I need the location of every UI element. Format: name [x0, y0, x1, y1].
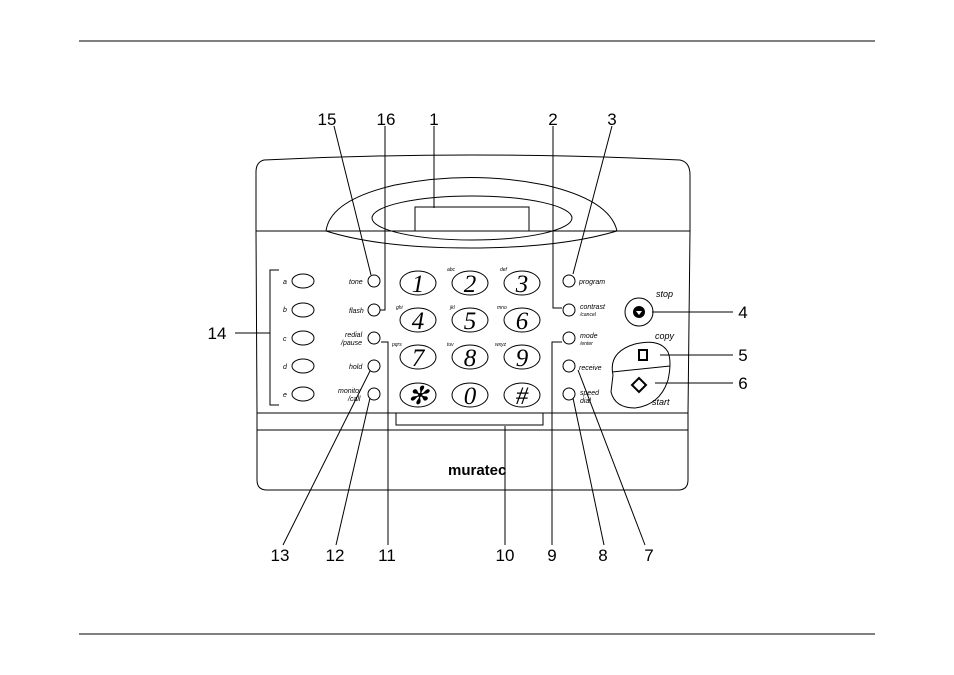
svg-text:8: 8: [464, 345, 477, 372]
key-4[interactable]: ghi 4: [396, 305, 436, 335]
brand-logo: muratec: [448, 462, 506, 479]
svg-text:jkl: jkl: [449, 305, 456, 311]
flash-button[interactable]: flash: [349, 304, 380, 316]
svg-text:0: 0: [464, 383, 477, 410]
callout-1: 1: [429, 110, 438, 129]
copy-start-button[interactable]: copy start: [611, 331, 675, 408]
program-button[interactable]: program: [563, 275, 605, 287]
tone-button[interactable]: tone: [349, 275, 380, 287]
lcd-screen: [415, 207, 529, 231]
key-5[interactable]: jkl 5: [449, 305, 488, 335]
receive-button[interactable]: receive: [563, 360, 602, 372]
mode-enter-button[interactable]: mode /enter: [563, 332, 598, 347]
svg-text:wxyz: wxyz: [495, 342, 507, 348]
display-window: [326, 178, 617, 249]
callout-7: 7: [644, 546, 653, 565]
callout-13: 13: [271, 546, 290, 565]
svg-text:2: 2: [464, 271, 477, 298]
one-touch-b-button[interactable]: b: [283, 303, 314, 317]
key-1[interactable]: 1: [400, 271, 436, 298]
key-8[interactable]: tuv 8: [447, 342, 488, 372]
speed-dial-button[interactable]: speed dial: [563, 388, 600, 405]
svg-text:tone: tone: [349, 279, 363, 286]
numeric-keypad: 1 abc 2 def 3 ghi 4 jkl 5 mno 6 pqrs: [391, 267, 540, 410]
svg-text:✻: ✻: [408, 383, 431, 410]
callout-8: 8: [598, 546, 607, 565]
svg-text:#: #: [516, 383, 529, 410]
svg-text:flash: flash: [349, 308, 364, 315]
key-2[interactable]: abc 2: [447, 267, 488, 298]
svg-text:start: start: [652, 397, 670, 407]
svg-text:redial: redial: [345, 332, 363, 339]
key-9[interactable]: wxyz 9: [495, 342, 540, 372]
callout-5: 5: [738, 346, 747, 365]
svg-text:3: 3: [515, 271, 529, 298]
key-7[interactable]: pqrs 7: [391, 342, 436, 372]
callout-14: 14: [208, 324, 227, 343]
callout-9: 9: [547, 546, 556, 565]
svg-text:4: 4: [412, 308, 425, 335]
one-touch-e-button[interactable]: e: [283, 387, 314, 401]
callout-3: 3: [607, 110, 616, 129]
svg-text:1: 1: [412, 271, 425, 298]
svg-text:mno: mno: [497, 305, 507, 311]
key-3[interactable]: def 3: [500, 267, 540, 298]
svg-text:hold: hold: [349, 364, 363, 371]
one-touch-d-button[interactable]: d: [283, 359, 314, 373]
svg-text:6: 6: [516, 308, 529, 335]
svg-text:9: 9: [516, 345, 529, 372]
contrast-cancel-button[interactable]: contrast /cancel: [563, 304, 606, 318]
callout-6: 6: [738, 374, 747, 393]
svg-text:/call: /call: [347, 396, 361, 403]
stop-button[interactable]: stop: [625, 289, 673, 326]
callout-10: 10: [496, 546, 515, 565]
callout-12: 12: [326, 546, 345, 565]
svg-text:d: d: [283, 364, 288, 371]
svg-text:e: e: [283, 392, 287, 399]
svg-text:program: program: [578, 279, 605, 286]
svg-text:pqrs: pqrs: [391, 342, 402, 348]
callout-15: 15: [318, 110, 337, 129]
svg-text:contrast: contrast: [580, 304, 606, 311]
svg-text:receive: receive: [579, 365, 602, 372]
callout-16: 16: [377, 110, 396, 129]
svg-text:a: a: [283, 279, 287, 286]
callout-4: 4: [738, 303, 747, 322]
one-touch-c-button[interactable]: c: [283, 331, 314, 345]
svg-text:b: b: [283, 307, 287, 314]
svg-text:def: def: [500, 267, 508, 273]
one-touch-bracket: [270, 270, 279, 405]
keypad-bracket: [396, 413, 543, 425]
svg-text:5: 5: [464, 308, 477, 335]
monitor-call-button[interactable]: monitor /call: [338, 388, 380, 403]
svg-text:tuv: tuv: [447, 342, 454, 348]
svg-text:7: 7: [412, 345, 426, 372]
key-hash[interactable]: #: [504, 383, 540, 410]
redial-pause-button[interactable]: redial /pause: [340, 332, 380, 347]
key-star[interactable]: ✻: [400, 383, 436, 410]
callout-2: 2: [548, 110, 557, 129]
svg-text:copy: copy: [655, 331, 675, 341]
svg-text:ghi: ghi: [396, 305, 404, 311]
svg-text:c: c: [283, 336, 287, 343]
key-0[interactable]: 0: [452, 383, 488, 410]
key-6[interactable]: mno 6: [497, 305, 540, 335]
svg-text:/cancel: /cancel: [579, 312, 597, 318]
svg-text:stop: stop: [656, 289, 673, 299]
svg-text:mode: mode: [580, 333, 598, 340]
hold-button[interactable]: hold: [349, 360, 380, 372]
svg-text:/pause: /pause: [340, 340, 362, 347]
svg-text:/enter: /enter: [579, 341, 593, 347]
callout-11: 11: [378, 546, 396, 565]
one-touch-a-button[interactable]: a: [283, 274, 314, 288]
svg-text:abc: abc: [447, 267, 456, 273]
svg-text:speed: speed: [580, 390, 600, 397]
